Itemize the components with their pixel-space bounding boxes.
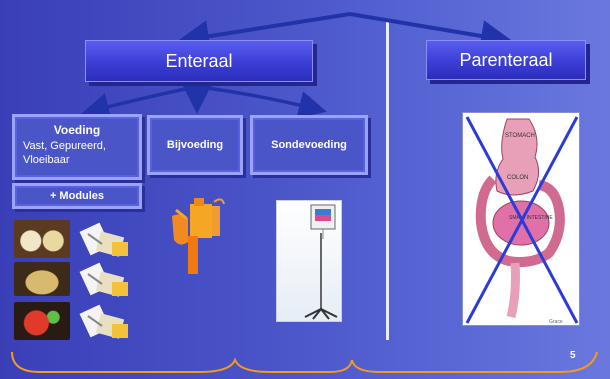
signature: Grace <box>549 319 563 325</box>
cross-line-2 <box>465 116 579 324</box>
arrow-root-to-enteraal <box>177 12 351 53</box>
supplement-bottle-icon <box>79 304 128 339</box>
modules-label: + Modules <box>49 190 105 202</box>
bijvoeding-label: Bijvoeding <box>166 139 224 151</box>
food-photo-icon <box>14 220 70 258</box>
sondevoeding-box: Sondevoeding <box>250 115 368 175</box>
enteraal-box: Enteraal <box>85 40 313 82</box>
bijvoeding-box: Bijvoeding <box>147 115 243 175</box>
arrow-enteraal-to-sondevoeding <box>199 85 327 119</box>
arrow-enteraal-to-voeding <box>81 85 196 121</box>
parenteraal-label: Parenteraal <box>459 49 553 70</box>
supplement-bottle-icon <box>79 222 128 257</box>
section-divider <box>386 22 389 340</box>
colon-label: COLON <box>507 175 528 181</box>
modules-box: + Modules <box>12 183 142 209</box>
feeding-pump-stand-icon <box>276 200 342 322</box>
page-number: 5 <box>570 350 576 361</box>
digestive-tract-diagram-icon: STOMACH COLON SMALL INTESTINE Grace <box>462 112 580 326</box>
arrow-root-to-parenteraal <box>349 12 513 52</box>
voeding-subtitle: Vast, Gepureerd, Vloeibaar <box>23 140 106 166</box>
parenteraal-box: Parenteraal <box>426 40 586 80</box>
voeding-box: Voeding Vast, Gepureerd, Vloeibaar <box>12 114 142 180</box>
voeding-title: Voeding <box>53 123 101 137</box>
supplement-bottle-icon <box>172 198 225 274</box>
food-photo-icon <box>14 302 70 340</box>
grouping-brace <box>11 351 330 373</box>
food-photo-icon <box>14 262 70 296</box>
enteraal-label: Enteraal <box>165 50 233 71</box>
stomach-label: STOMACH <box>505 133 535 139</box>
supplement-bottle-icon <box>79 262 128 297</box>
sondevoeding-label: Sondevoeding <box>271 139 347 151</box>
small-intestine-label: SMALL INTESTINE <box>509 215 553 221</box>
